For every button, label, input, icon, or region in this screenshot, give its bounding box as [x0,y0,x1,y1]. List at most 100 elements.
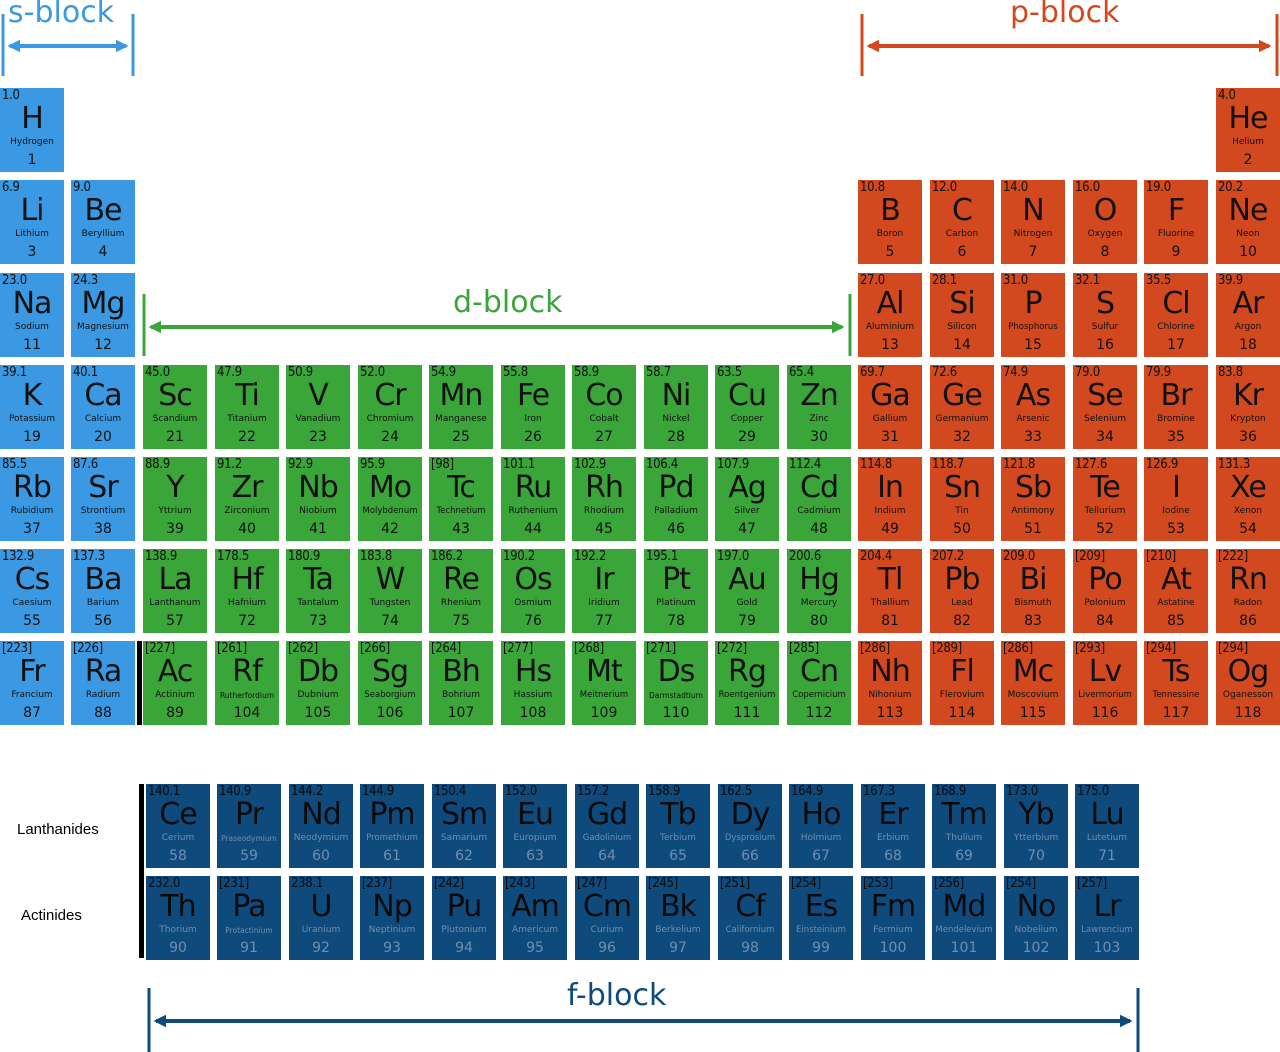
element-name: Potassium [8,414,55,424]
atomic-number: 36 [1239,429,1257,445]
atomic-mass: 35.5 [1146,273,1171,288]
atomic-number: 75 [452,613,470,629]
element-name: Helium [1232,137,1264,147]
atomic-mass: 173.0 [1006,784,1038,799]
element-symbol: Fr [19,654,45,689]
atomic-mass: 192.2 [574,549,606,564]
element-name: Indium [874,506,906,516]
atomic-mass: 20.2 [1218,180,1243,195]
atomic-mass: 102.9 [574,457,606,472]
atomic-number: 13 [881,337,899,353]
element-name: Rubidium [10,506,54,516]
atomic-mass: 178.5 [217,549,249,564]
element-symbol: K [22,378,43,413]
element-name: Rhenium [440,598,482,608]
atomic-mass: 162.5 [720,784,752,799]
element-name: Oxygen [1087,229,1123,239]
element-name: Rhodium [583,506,625,516]
element-symbol: Lu [1090,797,1124,832]
atomic-mass: 106.4 [646,457,678,472]
atomic-number: 34 [1096,429,1114,445]
atomic-number: 83 [1024,613,1042,629]
element-name: Sodium [15,322,49,332]
element-symbol: Kr [1232,378,1264,413]
element-symbol: I [1172,470,1181,505]
atomic-number: 7 [1028,244,1038,260]
atomic-mass: 65.4 [789,365,814,380]
element-name: Molybdenum [362,506,418,516]
atomic-mass: [262] [288,641,318,656]
atomic-number: 59 [240,848,258,864]
element-symbol: Li [20,193,44,228]
element-name: Technetium [436,506,486,516]
element-symbol: Ar [1232,286,1265,321]
element-name: Gallium [872,414,908,424]
element-symbol: Bh [442,654,481,689]
element-symbol: La [158,562,192,597]
atomic-number: 107 [447,705,475,721]
element-name: Bromine [1157,414,1195,424]
atomic-number: 95 [526,940,544,956]
element-symbol: Zn [800,378,839,413]
element-symbol: Ac [157,654,194,689]
p-block-label: p-block [1010,0,1120,30]
atomic-number: 58 [169,848,187,864]
atomic-number: 22 [238,429,256,445]
element-symbol: Rb [13,470,52,505]
atomic-mass: 16.0 [1075,180,1100,195]
element-name: Vanadium [295,414,341,424]
element-name: Cerium [161,833,195,843]
element-name: Tellurium [1084,506,1126,516]
atomic-mass: 52.0 [360,365,385,380]
element-symbol: Fl [950,654,975,689]
atomic-mass: 207.2 [932,549,964,564]
atomic-mass: [223] [2,641,32,656]
atomic-number: 118 [1234,705,1262,721]
atomic-mass: 58.7 [646,365,671,380]
element-name: Osmium [514,598,552,608]
element-name: Holmium [800,833,842,843]
atomic-mass: [254] [1006,876,1036,891]
atomic-mass: [286] [1003,641,1033,656]
atomic-number: 112 [805,705,833,721]
atomic-number: 116 [1091,705,1119,721]
element-name: Zirconium [224,506,270,516]
atomic-number: 17 [1167,337,1185,353]
element-name: Roentgenium [718,690,776,700]
element-symbol: Nd [301,797,341,832]
element-symbol: Sr [88,470,118,505]
atomic-number: 111 [733,705,761,721]
element-name: Strontium [80,506,126,516]
element-name: Yttrium [158,506,192,516]
element-name: Lead [951,598,973,608]
element-symbol: W [375,562,406,597]
element-name: Chlorine [1157,322,1195,332]
element-symbol: Rg [728,654,767,689]
element-name: Nobelium [1014,925,1058,935]
atomic-number: 54 [1239,521,1257,537]
element-symbol: Rf [232,654,262,689]
